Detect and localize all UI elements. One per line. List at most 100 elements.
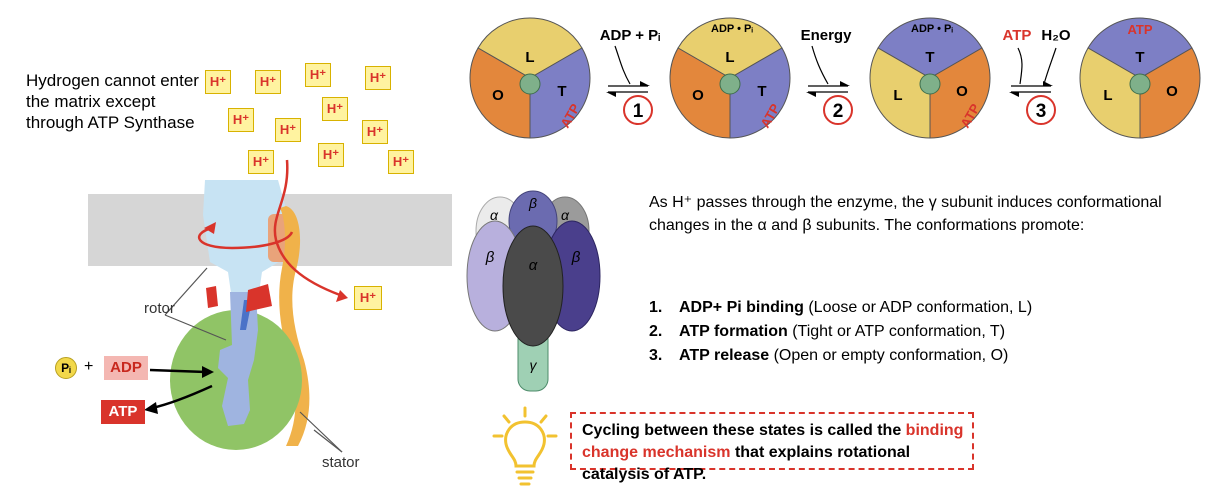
subunit-left <box>1079 47 1141 139</box>
beta-label-right: β <box>571 249 581 266</box>
list-item: 1. ADP+ Pi binding (Loose or ADP conforma… <box>649 296 1209 320</box>
proton-box: H⁺ <box>362 120 388 144</box>
rotation-arrowhead <box>204 222 216 234</box>
step-2-curve <box>811 45 829 85</box>
alpha-label-back-left: α <box>490 207 499 223</box>
proton-box: H⁺ <box>205 70 231 94</box>
proton-box: H⁺ <box>322 97 348 121</box>
callout-part1: Cycling between these states is called t… <box>582 422 906 439</box>
proton-box: H⁺ <box>255 70 281 94</box>
proton-box: H⁺ <box>248 150 274 174</box>
site-label: O <box>692 87 704 104</box>
subunit-left <box>469 47 531 139</box>
f0-ring <box>203 180 285 300</box>
list-bold: ADP+ Pi binding <box>679 299 804 316</box>
subunit-right <box>529 47 591 139</box>
step-1-substrate-label: ADP + Pᵢ <box>600 27 661 44</box>
rotor-band-left <box>206 286 218 308</box>
step-arrowhead <box>840 81 850 86</box>
adp-in-arrow <box>149 368 207 374</box>
proton-path-arrow <box>273 159 341 297</box>
callout-box: Cycling between these states is called t… <box>570 412 974 483</box>
left-caption: Hydrogen cannot enter the matrix except … <box>26 71 199 132</box>
atp-out-arrow <box>151 384 213 410</box>
step-arrowhead <box>1043 81 1053 86</box>
atp-out-arrowhead <box>144 402 158 414</box>
alpha-label-back-right: α <box>561 207 570 223</box>
gamma-rotor <box>919 73 941 95</box>
site-label: O <box>492 87 504 104</box>
atp-label: ATP <box>101 400 145 424</box>
rotor-pointer-2 <box>164 314 227 341</box>
stator-arm <box>279 206 310 446</box>
plus-sign: + <box>84 358 94 375</box>
step-3-curve-water <box>1043 47 1057 85</box>
step-3-curve-atp <box>1017 47 1023 85</box>
list-rest: (Open or empty conformation, O) <box>769 347 1009 364</box>
step-arrowhead <box>1009 92 1019 97</box>
step-arrowhead <box>640 81 650 86</box>
list-bold: ATP release <box>679 347 770 364</box>
subunit-left <box>869 47 931 139</box>
stator-label: stator <box>322 454 360 471</box>
rotor-band-right <box>246 284 272 312</box>
rotation-arrow <box>198 226 294 250</box>
conformation-list: 1. ADP+ Pi binding (Loose or ADP conforma… <box>649 296 1209 368</box>
step-1-curve <box>614 45 631 85</box>
site-label: O <box>956 83 968 100</box>
lightbulb-icon <box>492 406 558 486</box>
alpha-front <box>502 225 564 347</box>
proton-box-exit: H⁺ <box>354 286 382 310</box>
adp-in-arrowhead <box>202 366 214 378</box>
gamma-rotor <box>519 73 541 95</box>
phosphate-badge: Pᵢ <box>55 357 77 379</box>
proton-box: H⁺ <box>305 63 331 87</box>
subunit-right <box>929 47 991 139</box>
proton-box: H⁺ <box>318 143 344 167</box>
step-number-circle <box>1026 95 1056 125</box>
list-number: 2. <box>649 323 663 340</box>
step-3-water-label: H₂O <box>1041 27 1070 44</box>
alpha-label-front: α <box>529 257 538 274</box>
subunit-right <box>729 47 791 139</box>
list-number: 1. <box>649 299 663 316</box>
step-number: 1 <box>633 101 644 122</box>
step-number: 3 <box>1036 101 1047 122</box>
list-number: 3. <box>649 347 663 364</box>
central-stalk <box>218 292 258 426</box>
site-label: T <box>925 49 934 66</box>
bound-adp-label: ADP • Pᵢ <box>911 23 953 35</box>
callout-highlight: binding change mechanism <box>582 422 964 461</box>
proton-box: H⁺ <box>388 150 414 174</box>
proton-box: H⁺ <box>365 66 391 90</box>
site-label: O <box>1166 83 1178 100</box>
list-rest: (Tight or ATP conformation, T) <box>787 323 1006 340</box>
released-atp-label: ATP <box>1127 22 1152 37</box>
list-rest: (Loose or ADP conformation, L) <box>803 299 1033 316</box>
rotor-pointer-1 <box>164 267 208 316</box>
site-label: T <box>557 83 566 100</box>
list-item: 3. ATP release (Open or empty conformatio… <box>649 344 1209 368</box>
beta-label-left: β <box>485 249 495 266</box>
proton-box: H⁺ <box>275 118 301 142</box>
subunit-left <box>669 47 731 139</box>
step-number-circle <box>623 95 653 125</box>
stator-pointer-2 <box>313 429 343 453</box>
callout-part2: that explains rotational catalysis of AT… <box>582 444 911 483</box>
beta-label-back: β <box>528 195 537 211</box>
atp-synthase-membrane-diagram <box>88 159 452 453</box>
step-2-energy-label: Energy <box>801 27 853 44</box>
step-arrowhead <box>806 92 816 97</box>
list-bold: ATP formation <box>679 323 788 340</box>
gamma-rotor <box>719 73 741 95</box>
stator-pointer-1 <box>299 411 343 453</box>
rotor-label: rotor <box>144 300 175 317</box>
list-item: 2. ATP formation (Tight or ATP conformati… <box>649 320 1209 344</box>
description-text: As H⁺ passes through the enzyme, the γ s… <box>649 194 1162 234</box>
step-arrowhead <box>606 92 616 97</box>
bound-adp-label: ADP • Pᵢ <box>711 23 753 35</box>
site-label: L <box>525 49 534 66</box>
adp-label: ADP <box>104 356 148 380</box>
gamma-rotor <box>1129 73 1151 95</box>
